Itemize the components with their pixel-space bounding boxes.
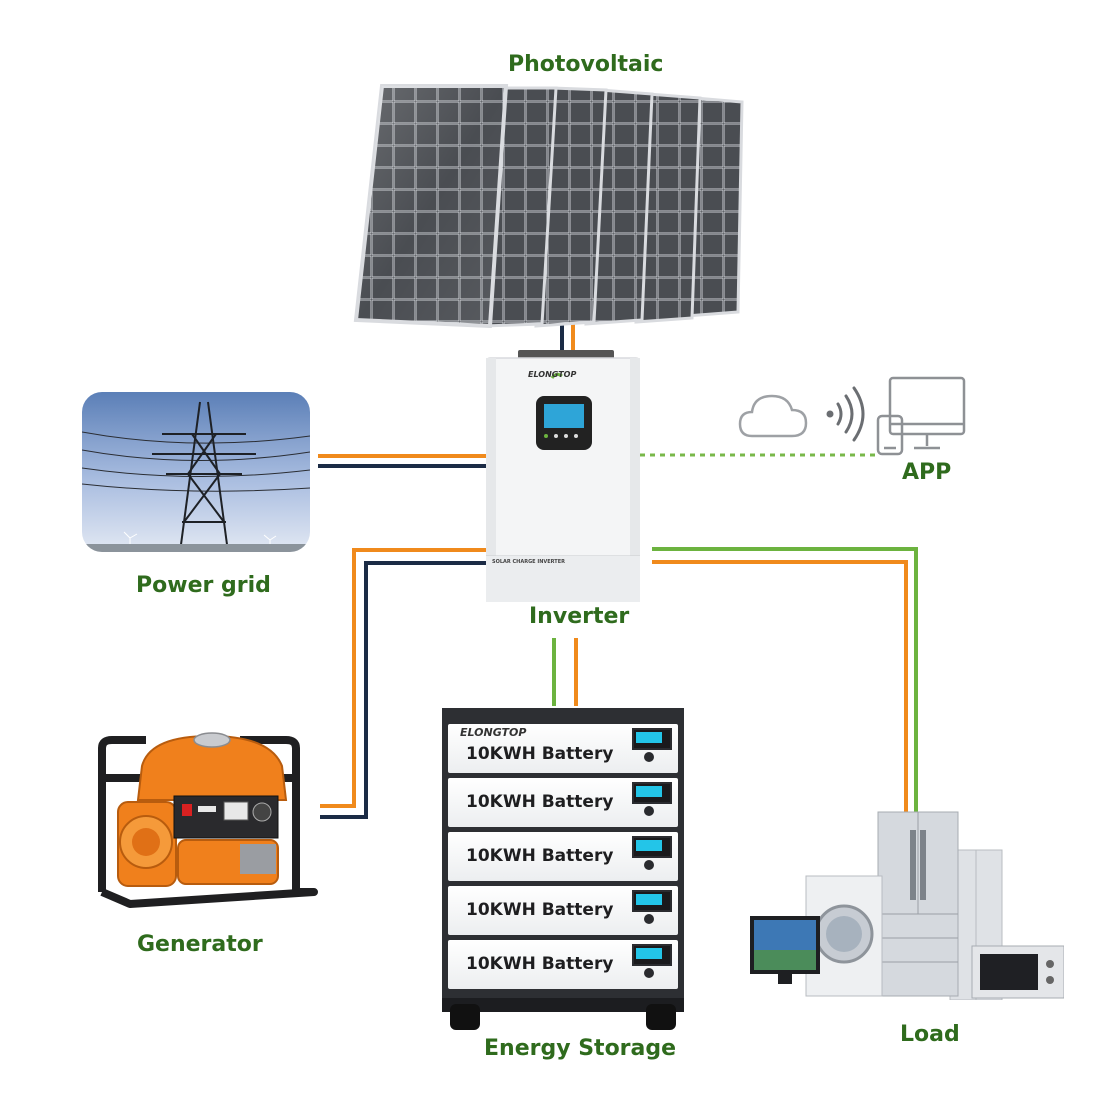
inverter-unit: ELONGTOP SOLAR CHARGE INVERTER xyxy=(485,348,641,603)
battery-module-display xyxy=(632,944,672,966)
battery-module: 10KWH Battery xyxy=(448,832,678,881)
wire-load-ground xyxy=(652,547,918,816)
solar-panel-array xyxy=(353,84,744,328)
battery-module-button xyxy=(644,914,654,924)
battery-module-label: 10KWH Battery xyxy=(466,792,614,812)
app-label: APP xyxy=(902,460,952,485)
television xyxy=(750,916,820,984)
battery-module-label: 10KWH Battery xyxy=(466,744,614,764)
solar-panel-1 xyxy=(353,84,509,328)
power-grid-label: Power grid xyxy=(136,573,271,598)
load-label: Load xyxy=(900,1022,960,1047)
battery-module-display xyxy=(632,836,672,858)
battery-module: 10KWH Battery xyxy=(448,940,678,989)
transmission-tower xyxy=(152,401,256,552)
energy-storage-label: Energy Storage xyxy=(484,1036,677,1061)
refrigerator-center xyxy=(877,811,959,997)
power-grid-photo xyxy=(82,392,310,552)
cloud-icon xyxy=(738,394,808,438)
inverter-brand: ELONGTOP xyxy=(528,370,577,379)
battery-module-button xyxy=(644,968,654,978)
monitor-icon xyxy=(888,376,966,450)
battery-brand: ELONGTOP xyxy=(460,726,527,739)
battery-module: 10KWH Battery xyxy=(448,778,678,827)
battery-module-display xyxy=(632,890,672,912)
battery-module-label: 10KWH Battery xyxy=(466,846,614,866)
battery-stack: ELONGTOP 10KWH Battery 10KWH Battery 10KWH … xyxy=(440,708,686,1032)
wire-generator-live xyxy=(320,548,486,808)
photovoltaic-label: Photovoltaic xyxy=(508,52,664,77)
battery-module-display xyxy=(632,728,672,750)
power-lines xyxy=(82,431,310,492)
battery-module-label: 10KWH Battery xyxy=(466,954,614,974)
battery-module-button xyxy=(644,860,654,870)
battery-module-label: 10KWH Battery xyxy=(466,900,614,920)
battery-module-button xyxy=(644,752,654,762)
wifi-signal-icon xyxy=(826,386,865,442)
inverter-model-text: SOLAR CHARGE INVERTER xyxy=(492,559,565,565)
inverter-label: Inverter xyxy=(529,604,630,629)
generator-image xyxy=(98,732,318,908)
battery-module-button xyxy=(644,806,654,816)
wire-generator-neutral xyxy=(320,561,486,819)
battery-module-display xyxy=(632,782,672,804)
app-icons xyxy=(738,376,966,456)
battery-module: 10KWH Battery xyxy=(448,886,678,935)
load-appliances xyxy=(750,811,1064,1000)
microwave xyxy=(971,945,1064,999)
generator-label: Generator xyxy=(137,932,263,957)
wire-load-live xyxy=(652,560,908,816)
battery-module: ELONGTOP 10KWH Battery xyxy=(448,724,678,773)
